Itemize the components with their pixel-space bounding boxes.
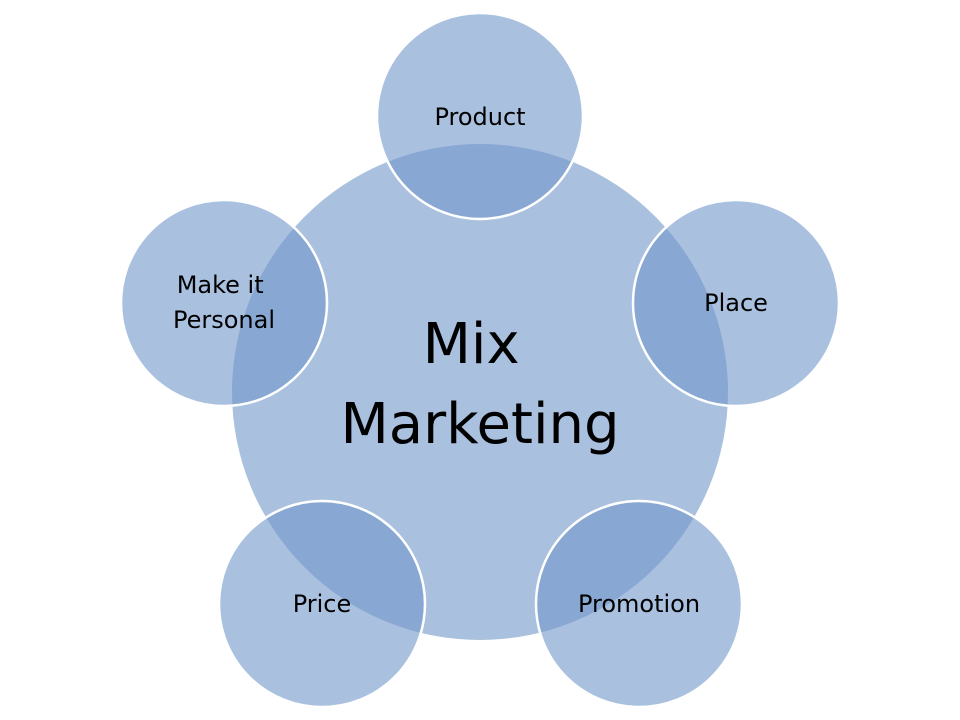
promotion-label-line-1: Promotion xyxy=(578,590,700,618)
make-it-personal-label-line-2: Personal xyxy=(173,306,275,334)
node-make-it-personal: Make it Personal xyxy=(119,198,329,408)
make-it-personal-circle xyxy=(119,198,329,408)
price-label-line-1: Price xyxy=(293,590,352,618)
promotion-label: Promotion xyxy=(578,590,700,618)
center-label: Mix Marketing xyxy=(340,312,619,457)
node-promotion: Promotion xyxy=(534,499,744,709)
price-circle xyxy=(217,499,427,709)
center-label-line-2: Marketing xyxy=(340,392,619,457)
make-it-personal-label-line-1: Make it xyxy=(177,271,264,299)
place-label-line-1: Place xyxy=(704,289,768,317)
price-label: Price xyxy=(293,590,352,618)
product-label-line-1: Product xyxy=(434,103,525,131)
node-product: Product xyxy=(375,11,585,221)
center-label-line-1: Mix xyxy=(423,312,520,377)
product-label: Product xyxy=(434,103,525,131)
place-circle xyxy=(631,198,841,408)
node-price: Price xyxy=(217,499,427,709)
make-it-personal-label: Make it Personal xyxy=(173,271,275,334)
promotion-circle xyxy=(534,499,744,709)
node-place: Place xyxy=(631,198,841,408)
place-label: Place xyxy=(704,289,768,317)
product-circle xyxy=(375,11,585,221)
